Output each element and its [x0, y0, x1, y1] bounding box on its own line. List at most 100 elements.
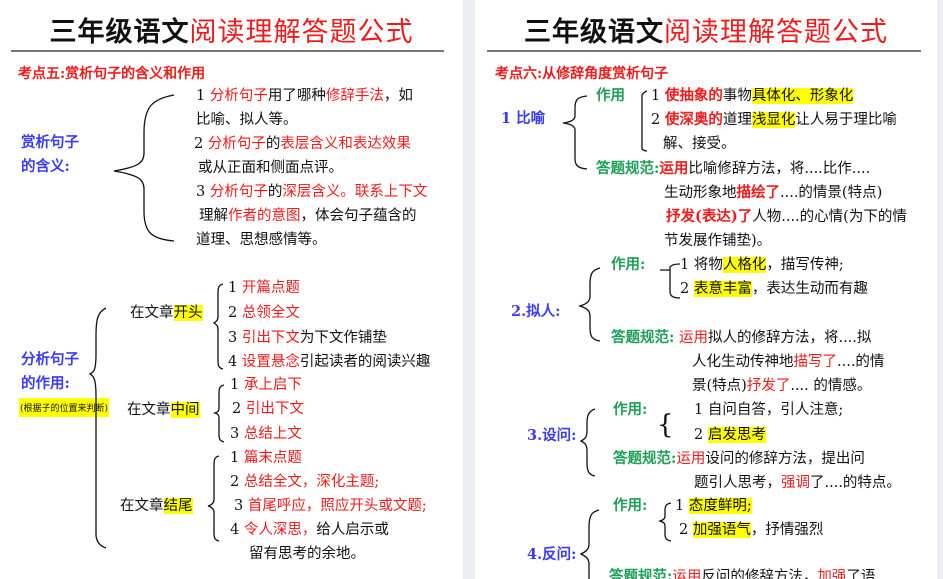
red-text: 总结上文 [243, 426, 302, 442]
text: 了语 [846, 569, 876, 579]
page-title: 三年级语文阅读理解答题公式 [0, 10, 463, 49]
num: 4 [230, 522, 244, 538]
personification-answer-2: 人化生动传神地描写了....的情 [692, 353, 884, 371]
ending-item-2: 2 总结全文，深化主题; [230, 473, 379, 491]
personification-answer-1: 答题规范: 运用拟人的修辞方法，将....拟 [611, 329, 871, 347]
group-opening: 在文章开头 [130, 304, 203, 322]
red-text: 引出下文 [245, 401, 304, 417]
red-text: 分析句子 [209, 88, 268, 104]
counter-effect-1: 1 态度鲜明; [675, 497, 752, 515]
highlight-text: 浅显化 [751, 112, 796, 128]
red-text: 令人深思， [243, 522, 317, 538]
num: 2 [679, 522, 693, 538]
metaphor-answer-1: 答题规范:运用比喻修辞方法，将....比作.... [596, 160, 870, 178]
meaning-item-3-cont: 理解作者的意图，体会句子蕴含的 [199, 207, 417, 225]
red-text: 承上启下 [243, 377, 302, 393]
num: 2 [694, 427, 708, 443]
scrollbar-track[interactable] [937, 0, 943, 579]
num: 2 [680, 281, 694, 297]
highlight-text: 开头 [173, 305, 203, 321]
title-black: 三年级语文 [524, 17, 664, 48]
text: 为下文作铺垫 [299, 330, 387, 346]
figure-label-metaphor: 1 比喻 [501, 110, 546, 127]
page-title: 三年级语文阅读理解答题公式 [475, 10, 937, 49]
red-text: 修辞手法 [325, 88, 384, 104]
question-answer-2: 题引人思考，强调了....的特点。 [694, 474, 901, 492]
red-text: 运用 [676, 451, 706, 467]
highlight-text: 人格化 [722, 257, 767, 273]
red-text: 开篇点题 [241, 280, 300, 296]
function-note: (根据子的位置来判断) [19, 398, 110, 417]
red-text: 抒发(表达)了 [666, 208, 753, 225]
curly-brace-icon [579, 509, 600, 579]
curly-brace-icon [577, 267, 601, 342]
text: 的 [265, 136, 281, 152]
text: 了....的特点。 [810, 475, 901, 491]
red-text: 运用 [672, 569, 702, 579]
text: 比喻修辞方法，将....比作.... [688, 161, 871, 177]
num: 3 [228, 330, 242, 346]
personification-answer-3: 景(特点)抒发了.... 的情感。 [692, 377, 871, 395]
text: 景(特点) [692, 378, 747, 394]
answer-label: 答题规范: [613, 450, 677, 467]
meaning-label-line1: 赏析句子 [21, 134, 79, 151]
num: 1 [228, 280, 242, 296]
num: 2 [194, 136, 208, 152]
question-effect-1: 1 自问自答，引人注意; [694, 401, 843, 419]
red-text: 总领全文 [241, 305, 300, 321]
text: ....的情 [837, 354, 885, 370]
answer-label: 答题规范: [611, 329, 675, 346]
meaning-item-3-cont2: 道理、思想感情等。 [196, 232, 327, 248]
metaphor-answer-4: 节发展作铺垫)。 [664, 233, 772, 249]
num: 1 [230, 377, 244, 393]
curly-brace-icon [657, 502, 672, 542]
text: 人化生动传神地 [692, 354, 794, 370]
num: 1 [694, 402, 708, 418]
num: 1 [230, 450, 244, 466]
highlight-text: 加强语气 [692, 522, 751, 538]
middle-item-1: 1 承上启下 [230, 376, 302, 394]
opening-item-4: 4 设置悬念引起读者的阅读兴趣 [228, 353, 430, 371]
red-text: 使抽象的 [664, 87, 723, 104]
text: 在文章 [120, 498, 164, 514]
document-page-right: 三年级语文阅读理解答题公式 考点六:从修辞角度赏析句子 1 比喻 作用 1 使抽… [475, 0, 937, 579]
opening-item-2: 2 总领全文 [228, 304, 300, 322]
text: 让人易于理比喻 [795, 112, 897, 128]
num: 2 [232, 401, 246, 417]
highlight-text: 启发思考 [707, 427, 766, 443]
section-heading: 考点六:从修辞角度赏析句子 [495, 66, 669, 82]
opening-item-3: 3 引出下文为下文作铺垫 [228, 329, 387, 347]
figure-label-counter-question: 4.反问: [527, 546, 577, 563]
text: 反问的修辞方法， [701, 569, 818, 579]
ending-item-3: 3 首尾呼应，照应开头或文题; [234, 497, 427, 515]
text: ，抒情强烈 [750, 522, 824, 538]
personification-effect-1: 1 将物人格化，描写传神; [680, 256, 844, 274]
effect-label: 作用: [613, 497, 648, 514]
question-effect-2: 2 启发思考 [694, 426, 766, 444]
num: 3 [234, 498, 248, 514]
red-text: 分析句子 [207, 136, 266, 152]
personification-effect-2: 2 表意丰富，表达生动而有趣 [680, 280, 868, 298]
title-red: 阅读理解答题公式 [189, 17, 414, 48]
answer-label: 答题规范: [596, 160, 660, 177]
ending-item-1: 1 篇末点题 [230, 449, 302, 467]
num: 1 [680, 257, 694, 273]
text: 人物....的心情(为下的情 [752, 209, 907, 225]
red-text: 强调 [781, 475, 810, 491]
text: 自问自答，引人注意; [707, 402, 844, 418]
red-text: 分析句子 [209, 184, 268, 200]
num: 3 [230, 426, 244, 442]
curly-brace-icon: { [657, 410, 674, 440]
metaphor-effect-2: 2 使深奥的道理浅显化让人易于理比喻 [651, 111, 897, 129]
red-text: 设置悬念 [241, 354, 300, 370]
ending-item-4: 4 令人深思，给人启示或 [230, 521, 389, 539]
red-text: 引出下文 [241, 330, 300, 346]
figure-label-personification: 2.拟人: [511, 303, 561, 320]
curly-brace-icon [641, 90, 648, 152]
red-text: 使深奥的 [664, 111, 723, 128]
title-red: 阅读理解答题公式 [664, 17, 888, 48]
num: 3 [196, 184, 210, 200]
text: 设问的修辞方法，提出问 [705, 451, 865, 467]
counter-answer-1: 答题规范:运用反问的修辞方法，加强了语 [609, 568, 875, 579]
text: ，体会句子蕴含的 [300, 208, 417, 224]
